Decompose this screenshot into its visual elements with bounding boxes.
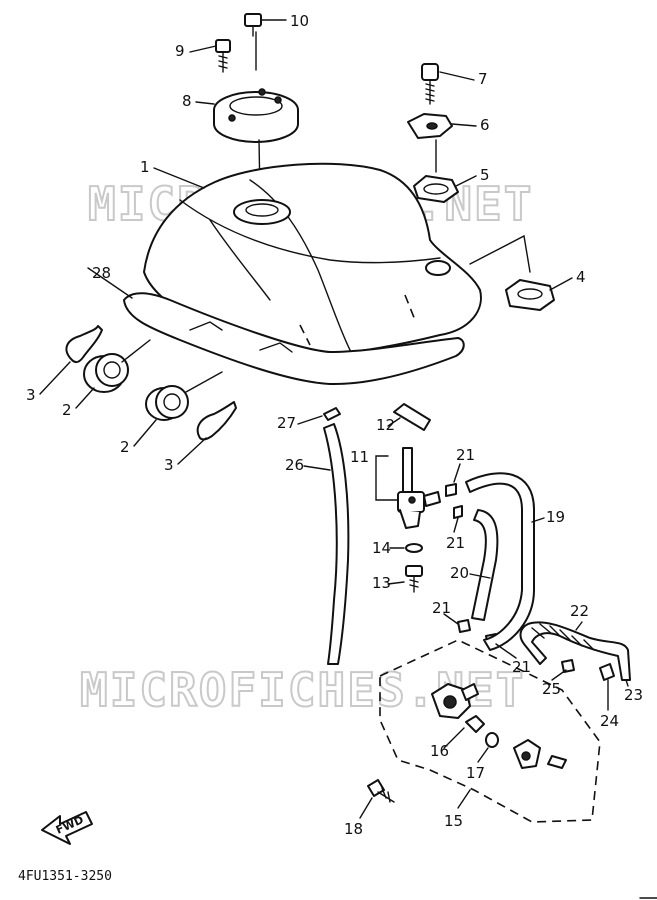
hose-26 (323, 423, 350, 665)
bracket-bolt (421, 63, 439, 105)
hose-19 (465, 472, 535, 651)
callout-labels: 1 2 2 3 3 4 5 6 7 8 9 10 11 12 13 14 15 … (26, 12, 643, 838)
callout-14: 14 (372, 539, 391, 557)
callout-2: 2 (62, 401, 72, 419)
hose-22 (519, 621, 631, 681)
cap-screw (244, 13, 262, 37)
callout-15: 15 (444, 812, 463, 830)
leader-line (469, 234, 531, 273)
callout-9: 9 (175, 42, 185, 60)
callout-17: 17 (466, 764, 485, 782)
tank-bracket (407, 113, 453, 139)
washer (405, 543, 423, 553)
leader-line (121, 339, 151, 363)
grommet-upper (83, 353, 129, 393)
callout-21b: 21 (446, 534, 465, 552)
callout-10: 10 (290, 12, 309, 30)
leader-line (185, 371, 223, 393)
callout-24: 24 (600, 712, 619, 730)
callout-5: 5 (480, 166, 490, 184)
callout-12: 12 (376, 416, 395, 434)
callout-8: 8 (182, 92, 192, 110)
callout-18: 18 (344, 820, 363, 838)
callout-leaders (39, 19, 629, 819)
fuel-cap-assembly (213, 88, 299, 143)
callout-3b: 3 (164, 456, 174, 474)
side-damper (505, 279, 555, 311)
callout-23: 23 (624, 686, 643, 704)
tank-trim-seal (123, 292, 465, 386)
callout-21d: 21 (512, 658, 531, 676)
callout-6: 6 (480, 116, 490, 134)
callout-28: 28 (92, 264, 111, 282)
fuel-cock (397, 447, 441, 529)
callout-2b: 2 (120, 438, 130, 456)
clip-21b (453, 505, 463, 519)
clip-21a (445, 483, 457, 497)
callout-16: 16 (430, 742, 449, 760)
cap-bolt (215, 39, 231, 73)
damper-16 (465, 715, 485, 733)
callout-22: 22 (570, 602, 589, 620)
band-upper (65, 325, 103, 364)
callout-1: 1 (140, 158, 150, 176)
hose-clip (323, 407, 341, 421)
pump-holder (513, 739, 567, 769)
hose-20 (471, 509, 499, 621)
callout-19: 19 (546, 508, 565, 526)
pump-bolt (367, 779, 395, 803)
assembly-outline (379, 639, 601, 823)
clip-24 (599, 663, 615, 681)
clip-25 (561, 659, 575, 673)
callout-21c: 21 (432, 599, 451, 617)
bracket-line (375, 455, 399, 501)
drawing-code: 4FU1351-3250 (18, 869, 112, 884)
callout-27: 27 (277, 414, 296, 432)
callout-25: 25 (542, 680, 561, 698)
clip-21c (457, 619, 471, 633)
callout-21a: 21 (456, 446, 475, 464)
callout-7: 7 (478, 70, 488, 88)
oring-17 (485, 732, 499, 748)
callout-20: 20 (450, 564, 469, 582)
callout-3: 3 (26, 386, 36, 404)
fuel-tank (143, 162, 482, 358)
grommet-lower (145, 385, 189, 421)
fuel-pump (431, 683, 479, 719)
cock-screw (405, 565, 423, 593)
band-lower (196, 401, 237, 441)
callout-11: 11 (350, 448, 369, 466)
rubber-damper (413, 175, 459, 203)
callout-13: 13 (372, 574, 391, 592)
callout-26: 26 (285, 456, 304, 474)
cock-lever (393, 403, 431, 431)
callout-4: 4 (576, 268, 586, 286)
fwd-arrow-icon: FWD (41, 811, 93, 845)
